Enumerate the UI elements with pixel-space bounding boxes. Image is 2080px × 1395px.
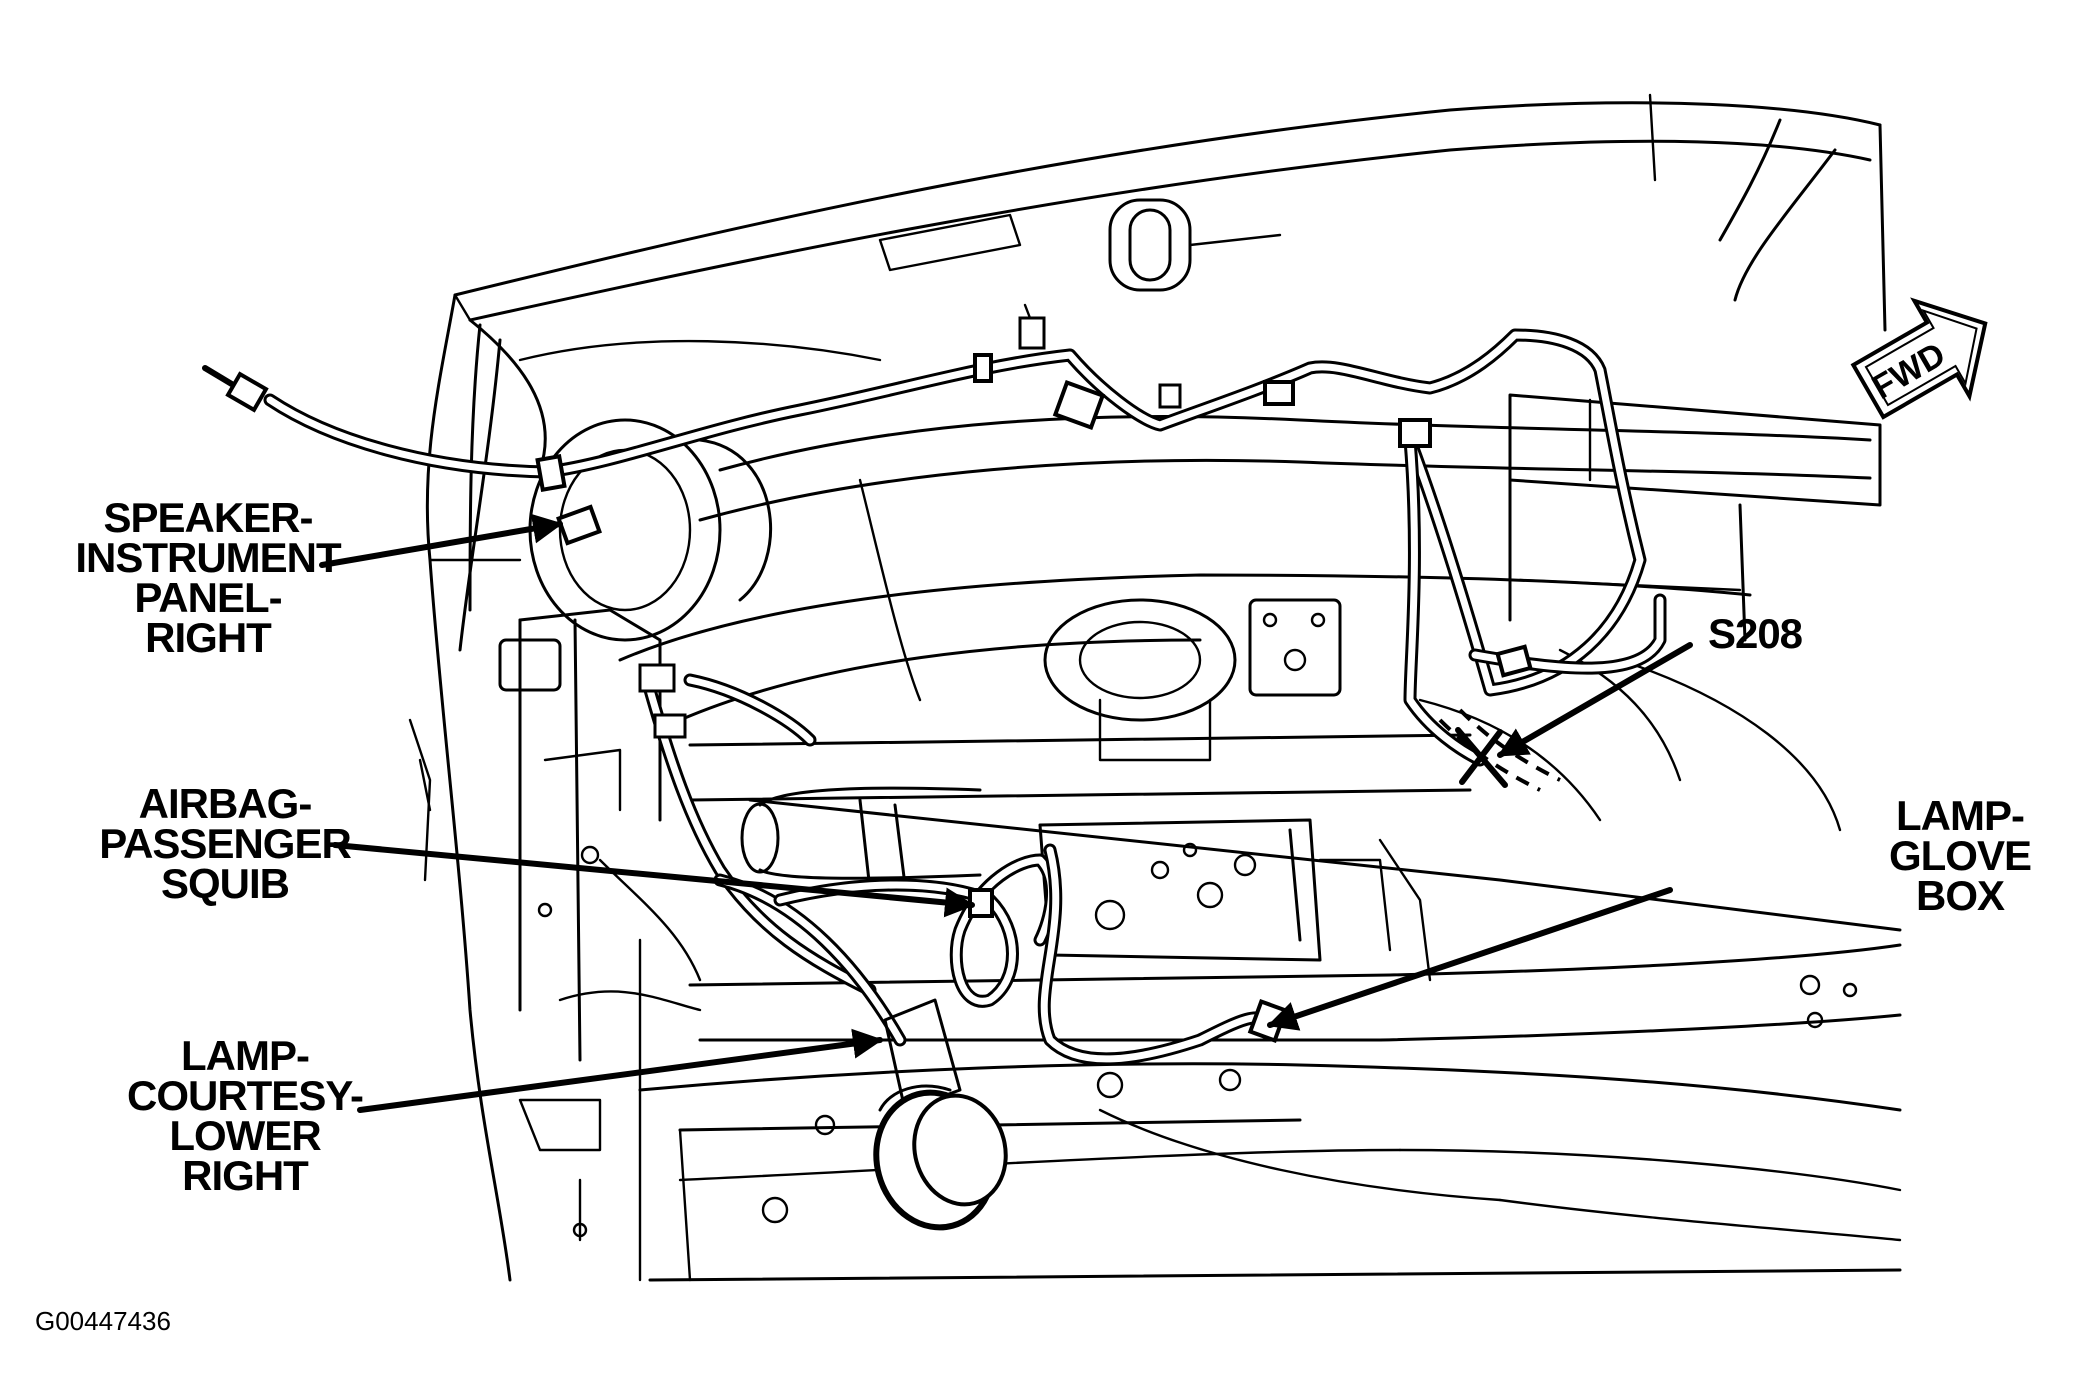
- courtesy-lamp: [873, 998, 1008, 1231]
- leader-speaker: [319, 513, 563, 568]
- callout-splice: S208: [1708, 610, 1803, 657]
- callout-line: COURTESY-: [127, 1072, 363, 1119]
- leader-airbag: [332, 842, 975, 918]
- callout-line: GLOVE: [1889, 832, 2031, 879]
- leader-lamp-glove: [1267, 887, 1673, 1031]
- callout-line: S208: [1708, 610, 1803, 657]
- callout-line: SQUIB: [161, 860, 289, 907]
- splice-s208-mark: [1455, 727, 1508, 788]
- callout-line: INSTRUMENT: [75, 534, 342, 581]
- callout-line: BOX: [1916, 872, 2005, 919]
- figure-code: G00447436: [35, 1306, 171, 1336]
- callout-line: RIGHT: [182, 1152, 309, 1199]
- callout-line: LAMP-: [1896, 792, 2024, 839]
- callout-line: PANEL-: [134, 574, 281, 621]
- callout-line: LOWER: [169, 1112, 321, 1159]
- callout-line: RIGHT: [145, 614, 272, 661]
- callout-line: PASSENGER: [99, 820, 351, 867]
- callout-line: SPEAKER-: [103, 494, 312, 541]
- leader-splice: [1497, 642, 1693, 758]
- fwd-arrow-icon: FWD: [1850, 297, 1988, 420]
- wiring-harness: [202, 303, 1667, 1066]
- leader-lamp-courtesy: [357, 1028, 883, 1113]
- vehicle-body-structure: [408, 93, 1902, 1282]
- callout-leaders: [319, 513, 1693, 1113]
- callout-line: AIRBAG-: [139, 780, 312, 827]
- callout-line: LAMP-: [181, 1032, 309, 1079]
